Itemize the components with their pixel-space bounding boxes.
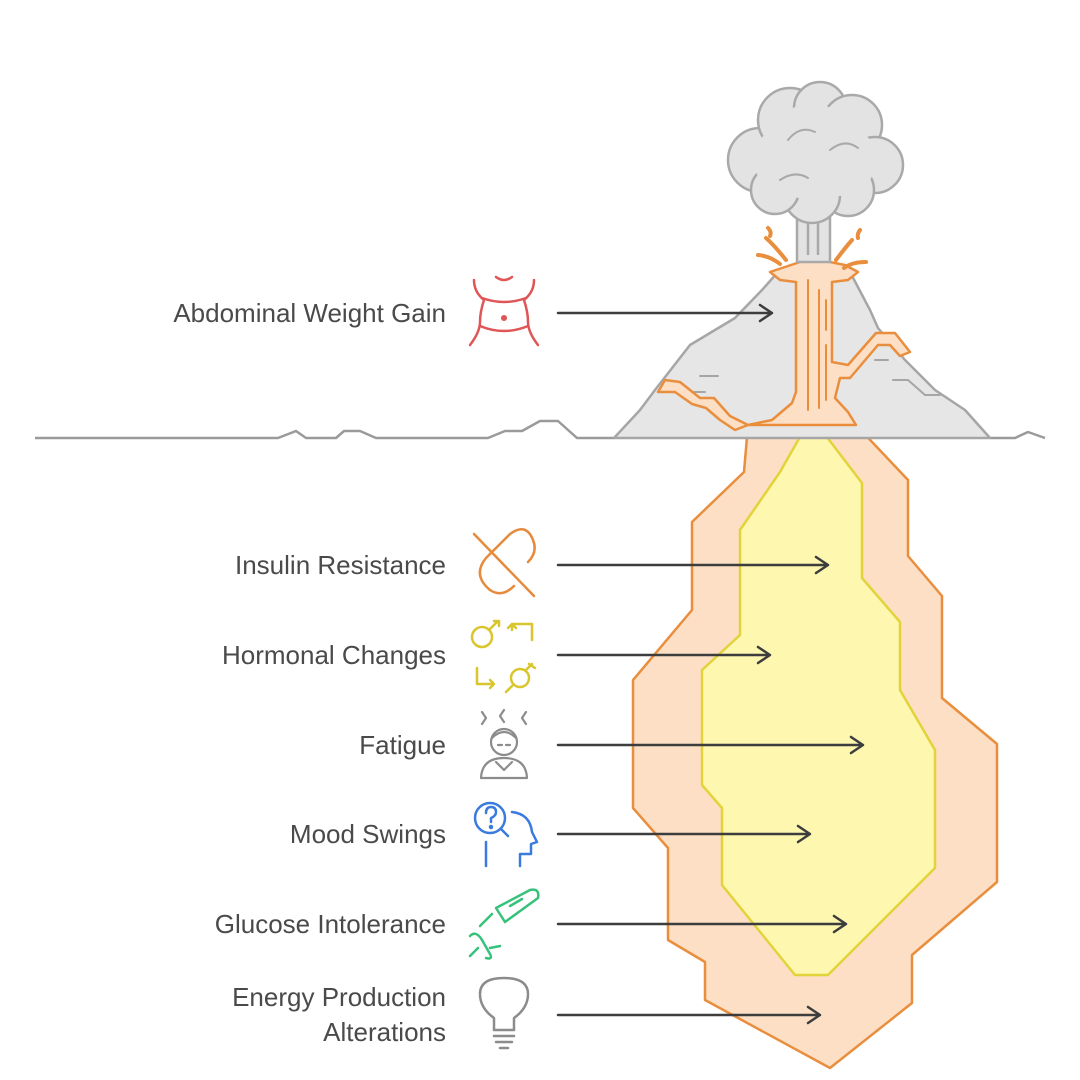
arrow-abdominal-weight-gain bbox=[556, 303, 774, 323]
arrow-energy-production bbox=[556, 1005, 822, 1025]
label-hormonal-changes: Hormonal Changes bbox=[222, 638, 446, 673]
lightbulb-icon bbox=[478, 976, 530, 1050]
arrow-mood-swings bbox=[556, 824, 812, 844]
label-insulin-resistance: Insulin Resistance bbox=[235, 548, 446, 583]
arrow-insulin-resistance bbox=[556, 555, 830, 575]
label-text-line2: Alterations bbox=[323, 1017, 446, 1047]
arrows bbox=[556, 303, 865, 1025]
label-abdominal-weight-gain: Abdominal Weight Gain bbox=[173, 296, 446, 331]
label-text: Hormonal Changes bbox=[221, 640, 446, 670]
lava-splash-left bbox=[756, 226, 788, 266]
lava-flow bbox=[656, 256, 912, 432]
arrow-hormonal-changes bbox=[556, 645, 772, 665]
head-question-icon bbox=[473, 801, 539, 868]
waist-icon bbox=[468, 275, 540, 347]
conduit-lines bbox=[807, 279, 827, 411]
glucose-meter-icon bbox=[468, 888, 540, 960]
arrow-fatigue bbox=[556, 735, 865, 755]
label-text-line1: Energy Production bbox=[232, 982, 446, 1012]
label-mood-swings: Mood Swings bbox=[290, 817, 446, 852]
cloud-detail bbox=[779, 128, 859, 181]
mountain-detail bbox=[687, 359, 941, 396]
label-energy-production-alterations: Energy Production Alterations bbox=[232, 980, 446, 1050]
lava-splash-right bbox=[834, 228, 868, 270]
label-text: Abdominal Weight Gain bbox=[173, 298, 446, 328]
arrow-glucose-intolerance bbox=[556, 914, 848, 934]
label-text: Insulin Resistance bbox=[235, 550, 446, 580]
label-fatigue: Fatigue bbox=[359, 728, 446, 763]
no-pill-icon bbox=[472, 527, 536, 598]
gender-swap-icon bbox=[470, 619, 537, 694]
label-text: Glucose Intolerance bbox=[214, 909, 446, 939]
tired-person-icon bbox=[479, 708, 529, 780]
label-text: Mood Swings bbox=[289, 819, 446, 849]
label-glucose-intolerance: Glucose Intolerance bbox=[215, 907, 446, 942]
ground-line bbox=[35, 419, 1046, 440]
label-text: Fatigue bbox=[359, 730, 446, 760]
